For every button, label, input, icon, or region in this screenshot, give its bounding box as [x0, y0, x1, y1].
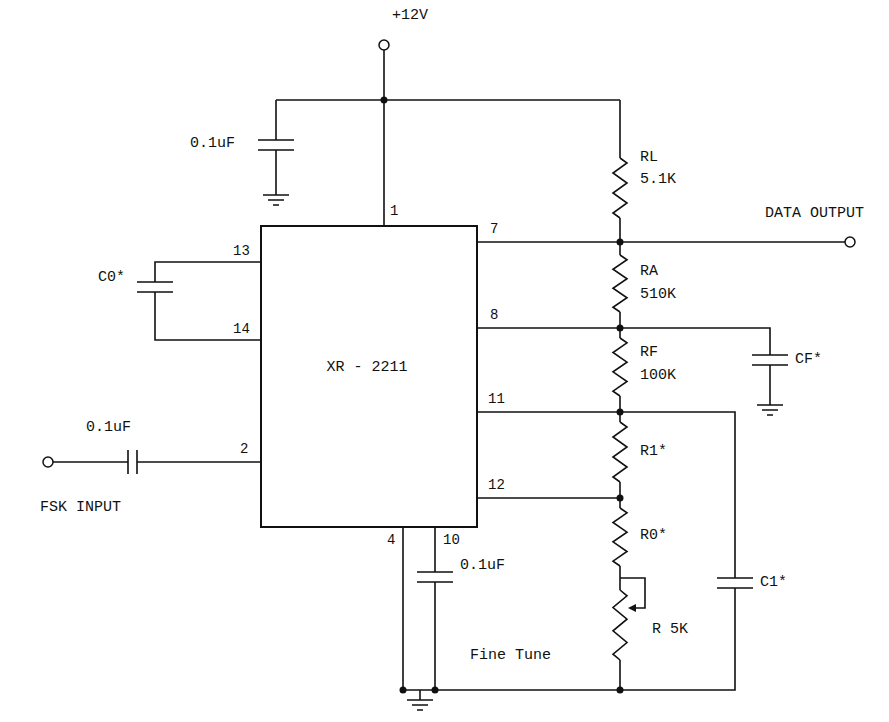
wire: [155, 262, 260, 282]
pin-number: 14: [233, 322, 250, 337]
resistor-symbol: [613, 338, 627, 396]
potentiometer-wiper: [620, 578, 645, 608]
component-label: 0.1uF: [460, 558, 505, 575]
capacitor-symbol: [417, 572, 453, 582]
ic-name: XR - 2211: [326, 359, 407, 376]
wiper-arrow: [628, 604, 636, 612]
component-label: RA: [640, 264, 658, 281]
pin-number: 12: [488, 478, 505, 493]
wire: [402, 528, 404, 690]
component-label: C0*: [98, 270, 125, 287]
wire: [478, 412, 735, 578]
component-label: DATA OUTPUT: [765, 206, 864, 223]
component-label: RF: [640, 345, 658, 362]
component-label: C1*: [760, 575, 787, 592]
component-label: R1*: [640, 444, 667, 461]
pin-number: 8: [490, 308, 498, 323]
component-label: R0*: [640, 528, 667, 545]
wire: [434, 582, 436, 690]
pin-number: 4: [387, 533, 395, 548]
capacitor-symbol: [258, 140, 294, 150]
wire: [619, 660, 621, 690]
resistor-symbol: [613, 158, 627, 218]
resistor-symbol: [613, 590, 627, 660]
component-label: FSK INPUT: [40, 500, 121, 517]
component-label: 0.1uF: [190, 136, 235, 153]
wire: [419, 690, 421, 700]
terminal: [379, 40, 389, 50]
wire: [403, 588, 735, 690]
component-label: Fine Tune: [470, 648, 551, 665]
ground-symbol: [407, 700, 433, 710]
wire: [383, 50, 385, 225]
junction-dot: [432, 687, 439, 694]
ground-symbol: [757, 405, 783, 415]
resistor-symbol: [613, 508, 627, 566]
pin-number: 1: [390, 204, 398, 219]
component-label: 5.1K: [640, 172, 676, 189]
terminal: [845, 237, 855, 247]
wire: [137, 461, 260, 463]
wire: [275, 100, 277, 140]
pin-number: 11: [488, 392, 505, 407]
wire: [619, 218, 621, 255]
wire: [155, 292, 260, 340]
wire: [53, 461, 128, 463]
pin-number: 10: [443, 533, 460, 548]
terminal: [43, 457, 53, 467]
wire: [434, 528, 436, 572]
ground-symbol: [263, 195, 289, 205]
component-label: 0.1uF: [86, 420, 131, 437]
pin-number: 2: [240, 442, 248, 457]
capacitor-symbol: [137, 282, 173, 292]
component-label: CF*: [795, 352, 822, 369]
resistor-symbol: [613, 255, 627, 312]
component-label: 100K: [640, 368, 676, 385]
component-label: R 5K: [652, 622, 688, 639]
capacitor-symbol: [752, 355, 788, 365]
component-label: 510K: [640, 287, 676, 304]
component-label: +12V: [392, 8, 428, 25]
wire: [478, 241, 845, 243]
junction-dot: [617, 687, 624, 694]
capacitor-symbol: [128, 450, 137, 474]
wire: [769, 365, 771, 405]
wire: [478, 497, 620, 499]
wire: [275, 150, 277, 195]
component-label: RL: [640, 150, 658, 167]
capacitor-symbol: [717, 578, 753, 588]
resistor-symbol: [613, 422, 627, 482]
junction-dot: [400, 687, 407, 694]
pin-number: 7: [490, 222, 498, 237]
wire: [619, 100, 621, 158]
wire: [276, 99, 620, 101]
ic-chip: XR - 2211: [260, 225, 478, 528]
pin-number: 13: [233, 244, 250, 259]
